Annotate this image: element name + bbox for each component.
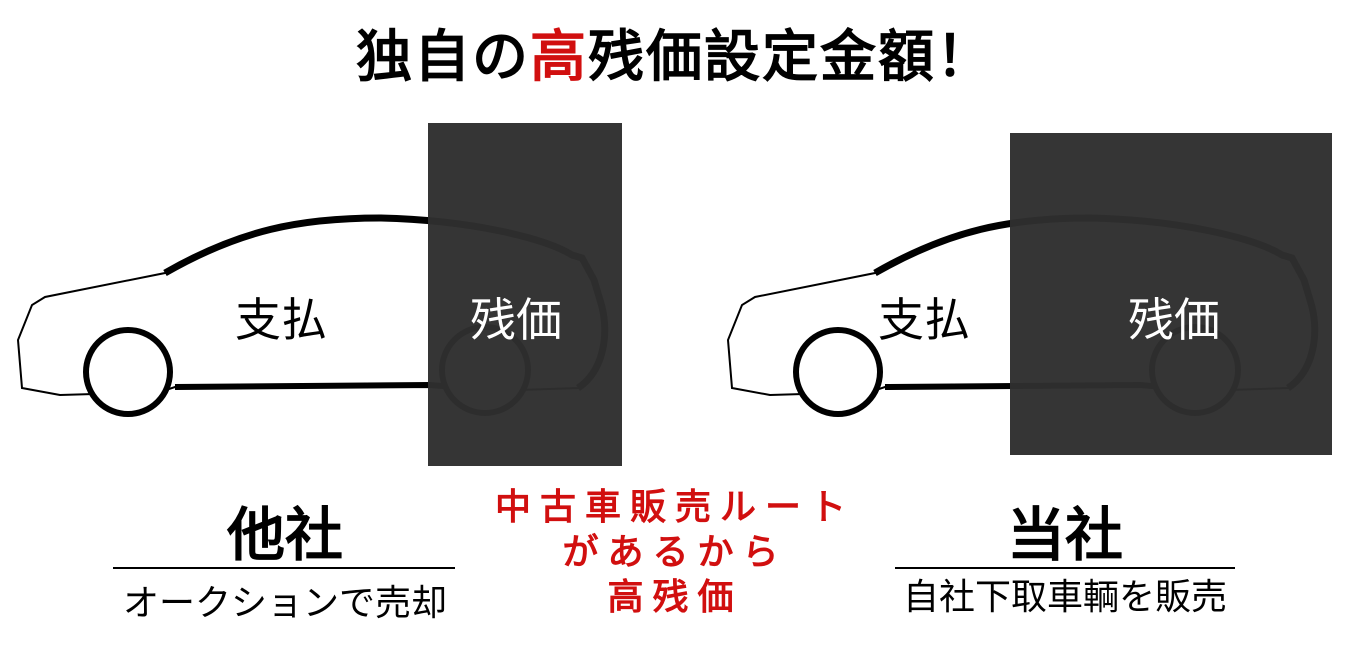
right-residual-label: 残価 <box>1128 293 1220 347</box>
right-company-name: 当社 <box>1006 501 1123 569</box>
left-payment-label: 支払 <box>235 293 327 347</box>
center-note-line-3: 高残価 <box>607 577 743 618</box>
right-sale-method: 自社下取車輌を販売 <box>902 577 1227 618</box>
center-note: 中古車販売ルート があるから 高残価 <box>455 485 895 620</box>
title-prefix: 独自の <box>356 25 530 90</box>
center-note-line-2: があるから <box>562 532 788 573</box>
left-company-underline <box>113 567 455 569</box>
left-residual-label: 残価 <box>470 293 562 347</box>
left-sale-method: オークションで売却 <box>122 583 447 624</box>
title-highlight: 高 <box>530 25 588 90</box>
center-note-line-1: 中古車販売ルート <box>494 487 855 528</box>
right-payment-label: 支払 <box>878 293 970 347</box>
page-title: 独自の高残価設定金額！ <box>0 30 1350 86</box>
right-front-wheel <box>793 327 883 417</box>
right-residual-box <box>1010 133 1332 455</box>
left-residual-box <box>428 123 622 466</box>
left-front-wheel <box>83 327 173 417</box>
title-suffix: 残価設定金額！ <box>588 25 994 90</box>
right-company-underline <box>895 567 1235 569</box>
left-company-name: 他社 <box>226 501 343 569</box>
